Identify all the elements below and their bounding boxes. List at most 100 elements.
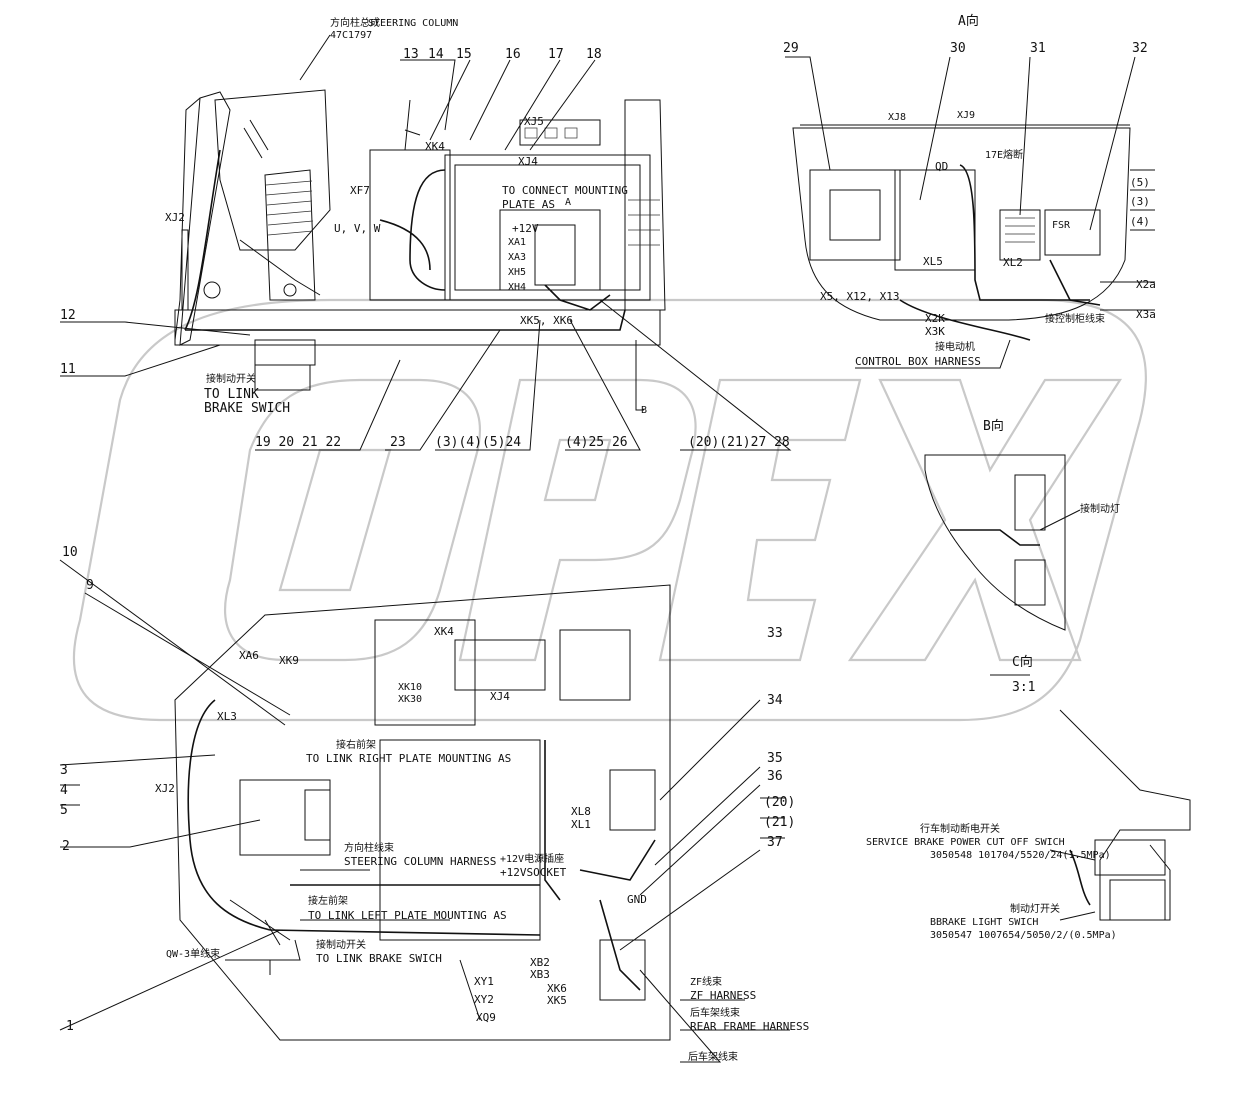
xl1-label: XL1: [571, 818, 591, 831]
to-link-label: TO LINK: [204, 387, 259, 402]
right-plate-label: TO LINK RIGHT PLATE MOUNTING AS: [306, 752, 511, 765]
xk30-label: XK30: [398, 694, 422, 705]
callout-29: 29: [783, 41, 799, 56]
cn1-label: 接电动机: [935, 340, 975, 353]
xl2-label: XL2: [1003, 256, 1023, 269]
to-connect-label: TO CONNECT MOUNTING: [502, 184, 628, 197]
control-box-label: CONTROL BOX HARNESS: [855, 355, 981, 368]
bottom-labels: 10 9 XA6 XK9 XK4 33 XK10 XK30 XJ4 34 XL3…: [60, 545, 809, 1063]
xk10-label: XK10: [398, 682, 422, 693]
xk4-label: XK4: [425, 140, 445, 153]
xa3-label: XA3: [508, 252, 526, 263]
view-b: [924, 454, 1081, 631]
p3-label: (3): [1130, 195, 1150, 208]
brake-cn2: 接制动开关: [316, 938, 366, 951]
callout-5: 5: [60, 803, 68, 818]
view-b-cn: 接制动灯: [1080, 502, 1120, 515]
callout-2: 2: [62, 839, 70, 854]
fsr-label: FSR: [1052, 220, 1071, 231]
callout-9: 9: [86, 578, 94, 593]
gnd-label: GND: [627, 893, 647, 906]
p5-label: (5): [1130, 176, 1150, 189]
b-mark: B: [641, 405, 647, 416]
group-27-28: (20)(21)27 28: [688, 435, 790, 450]
group-23: 23: [390, 435, 406, 450]
steering-column-code: 47C1797: [330, 30, 372, 41]
view-c: [990, 674, 1191, 921]
xk4b-label: XK4: [434, 625, 454, 638]
xl8-label: XL8: [571, 805, 591, 818]
service-cn: 行车制动断电开关: [920, 822, 1000, 835]
callout-10: 10: [62, 545, 78, 560]
light-code: 3050547 1007654/5050/2/(0.5MPa): [930, 930, 1117, 941]
rear-cn2: 后车架线束: [688, 1050, 738, 1063]
callout-11: 11: [60, 362, 76, 377]
callout-35: 35: [767, 751, 783, 766]
x3a-label: X3a: [1136, 308, 1156, 321]
xk5-xk6-label: XK5, XK6: [520, 314, 573, 327]
left-plate-cn: 接左前架: [308, 894, 348, 907]
callout-36: 36: [767, 769, 783, 784]
group-25-26: (4)25 26: [565, 435, 628, 450]
xj2-label: XJ2: [165, 211, 185, 224]
callout-37: 37: [767, 835, 783, 850]
p4-label: (4): [1130, 215, 1150, 228]
xf7-label: XF7: [350, 184, 370, 197]
service-code: 3050548 101704/5520/24(1.5MPa): [930, 850, 1111, 861]
ow-label: QW-3单线束: [166, 947, 220, 960]
socket-cn: +12V电源插座: [500, 852, 564, 865]
steering-column-cn: 方向柱总成: [330, 16, 380, 29]
group-24: (3)(4)(5)24: [435, 435, 521, 450]
view-c-scale: 3:1: [1012, 680, 1035, 695]
light-cn: 制动灯开关: [1010, 902, 1060, 915]
xy2-label: XY2: [474, 993, 494, 1006]
steering-column-en: STEERING COLUMN: [368, 18, 458, 29]
rear-cn: 后车架线束: [690, 1006, 740, 1019]
callout-33: 33: [767, 626, 783, 641]
xj8-label: XJ8: [888, 112, 906, 123]
xj4-label: XJ4: [518, 155, 538, 168]
brake-cn-label: 接制动开关: [206, 372, 256, 385]
callout-30: 30: [950, 41, 966, 56]
xh4-label: XH4: [508, 282, 526, 293]
light-switch-label: BBRAKE LIGHT SWICH: [930, 917, 1038, 928]
xj9-label: XJ9: [957, 110, 975, 121]
xh5-label: XH5: [508, 267, 526, 278]
view-a-labels: A向 29 30 31 32 XJ8 XJ9 17E熔断 QD (5) (3) …: [783, 13, 1156, 368]
bottom-assembly: [59, 559, 790, 1063]
qd-label: QD: [935, 160, 948, 173]
xq9-label: XQ9: [476, 1011, 496, 1024]
callout-14: 14: [428, 47, 444, 62]
x5x12x13-label: X5, X12, X13: [820, 290, 899, 303]
cn2-label: 接控制柜线束: [1045, 312, 1105, 325]
xb3-label: XB3: [530, 968, 550, 981]
xj2b-label: XJ2: [155, 782, 175, 795]
xa6-label: XA6: [239, 649, 259, 662]
xk6b-label: XK6: [547, 982, 567, 995]
top-left-assembly: [60, 34, 792, 451]
brake2-label: TO LINK BRAKE SWICH: [316, 952, 442, 965]
uvw-label: U, V, W: [334, 222, 381, 235]
callout-32: 32: [1132, 41, 1148, 56]
callout-18: 18: [586, 47, 602, 62]
xl5-label: XL5: [923, 255, 943, 268]
xa1-label: XA1: [508, 237, 526, 248]
xj4b-label: XJ4: [490, 690, 510, 703]
xj5-label: XJ5: [524, 115, 544, 128]
top-left-labels: 方向柱总成 STEERING COLUMN 47C1797 13 14 15 1…: [60, 16, 790, 450]
callout-20: (20): [764, 795, 795, 810]
x2k-label: X2K: [925, 312, 945, 325]
view-b-labels: B向 接制动灯: [983, 418, 1120, 515]
xl3-label: XL3: [217, 710, 237, 723]
callout-16: 16: [505, 47, 521, 62]
view-c-title: C向: [1012, 654, 1033, 670]
x2a-label: X2a: [1136, 278, 1156, 291]
zf-cn: ZF线束: [690, 975, 722, 988]
socket-label: +12VSOCKET: [500, 866, 567, 879]
callout-3: 3: [60, 763, 68, 778]
view-c-labels: C向 3:1 行车制动断电开关 SERVICE BRAKE POWER CUT …: [866, 654, 1117, 941]
callout-31: 31: [1030, 41, 1046, 56]
view-a-title: A向: [958, 13, 979, 29]
x3k-label: X3K: [925, 325, 945, 338]
